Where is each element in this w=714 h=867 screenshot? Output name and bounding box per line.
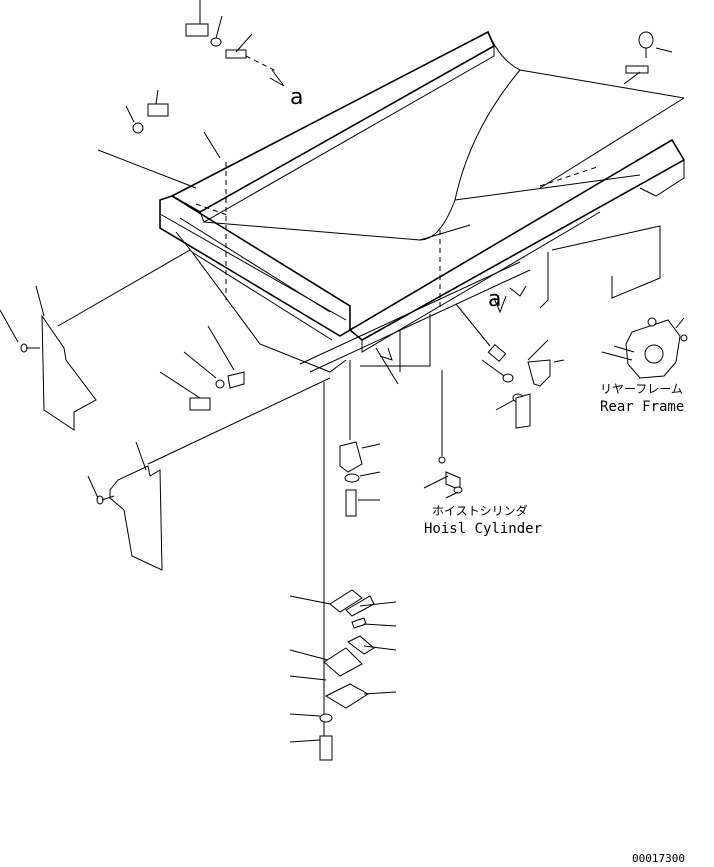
pin (225, 49, 247, 59)
rear-frame-bracket: リヤーフレーム Rear Frame (539, 225, 688, 415)
grease-fitting (438, 456, 446, 464)
front-bolt-group (97, 89, 221, 189)
center-stack-bottom (289, 713, 333, 761)
hinge-pin-group: a (455, 285, 565, 429)
drawing-code: 00017300 (632, 852, 685, 865)
arrow-label-a-mid: a (488, 287, 501, 312)
washer (215, 379, 225, 389)
washer (502, 373, 514, 383)
washer (210, 37, 222, 47)
shim-plate (227, 371, 245, 389)
bolt (515, 393, 531, 429)
center-bolt-group (159, 325, 245, 411)
lock-pin (625, 65, 649, 74)
center-stack-shims (289, 589, 397, 709)
hoist-cylinder-label-jp: ホイストシリンダ (432, 503, 528, 518)
cotter-pin (453, 486, 463, 494)
bolt (527, 359, 551, 387)
shim-6 (324, 683, 369, 709)
center-stack-upper (339, 441, 381, 517)
washer (344, 473, 360, 483)
hinge-leader-lines (323, 314, 431, 750)
left-guard-plate (0, 249, 191, 431)
hoist-cylinder-group: ホイストシリンダ Hoisl Cylinder (423, 370, 542, 537)
rear-frame-label-en: Rear Frame (600, 399, 684, 415)
rear-frame-label-jp: リヤーフレーム (600, 382, 683, 396)
dump-body (159, 30, 686, 373)
bolt (345, 489, 357, 517)
shim-4 (347, 635, 375, 655)
arrow-label-a-top: a (290, 85, 303, 110)
stopper-bracket (339, 441, 363, 473)
bolt (319, 735, 333, 761)
tailgate-pin-group (539, 31, 685, 189)
rear-pin-group: a (185, 0, 303, 110)
washer (132, 122, 144, 134)
shim-3 (351, 617, 367, 629)
lower-left-guard (87, 377, 331, 571)
bolt (147, 103, 169, 117)
washer (319, 713, 333, 723)
shim-5 (323, 647, 363, 677)
pin-bolt (185, 23, 209, 37)
hinge-pin (487, 343, 507, 363)
bolt (189, 397, 211, 411)
shim-1 (329, 589, 363, 613)
hoist-cylinder-label-en: Hoisl Cylinder (424, 521, 542, 537)
lock-pin-ring (638, 31, 654, 49)
